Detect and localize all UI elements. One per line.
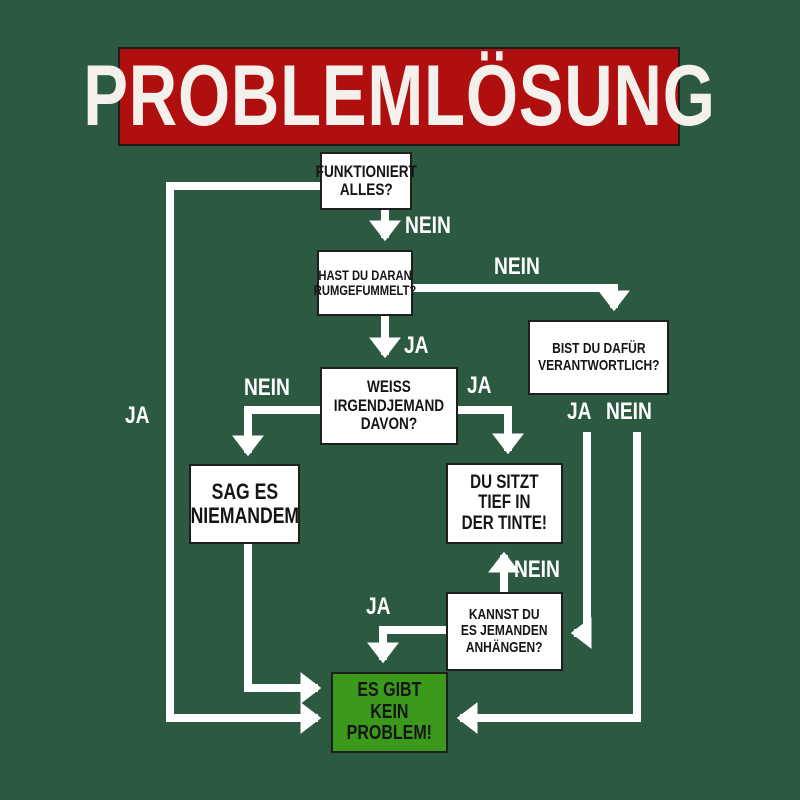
title-banner: PROBLEMLÖSUNG <box>83 47 714 146</box>
node-in-trouble: DU SITZT TIEF IN DER TINTE! <box>446 463 563 544</box>
node-anyone-knows: WEISS IRGENDJEMAND DAVON? <box>320 367 458 445</box>
node-works: FUNKTIONIERT ALLES? <box>315 152 417 210</box>
node-tinkered-text: HAST DU DARAN RUMGEFUMMELT? <box>313 266 417 298</box>
node-responsible: BIST DU DAFÜR VERANTWORTLICH? <box>528 320 669 395</box>
page-title: PROBLEMLÖSUNG <box>82 48 716 144</box>
node-tell-nobody: SAG ES NIEMANDEM <box>189 464 300 544</box>
label-tinkered-no: NEIN <box>494 253 540 280</box>
arrow-responsible-yes <box>570 432 592 649</box>
label-blame-yes: JA <box>366 593 391 620</box>
node-blame-text: KANNST DU ES JEMANDEN ANHÄNGEN? <box>461 606 548 656</box>
label-responsible-yes: JA <box>567 398 592 425</box>
label-blame-no: NEIN <box>514 556 560 583</box>
arrow-tell-nobody <box>244 543 322 704</box>
node-no-problem: ES GIBT KEIN PROBLEM! <box>331 672 448 753</box>
label-knows-no: NEIN <box>244 374 290 401</box>
label-knows-yes: JA <box>467 372 492 399</box>
arrow-knows-no <box>232 406 320 457</box>
arrow-tinkered-no <box>412 284 630 312</box>
label-tinkered-yes: JA <box>404 332 429 359</box>
label-works-yes: JA <box>125 402 150 429</box>
arrow-responsible-no <box>456 432 641 734</box>
node-responsible-text: BIST DU DAFÜR VERANTWORTLICH? <box>537 340 660 374</box>
arrow-works-yes <box>166 182 322 734</box>
label-responsible-no: NEIN <box>606 398 652 425</box>
arrow-blame-yes <box>367 626 446 664</box>
label-works-no: NEIN <box>405 212 451 239</box>
node-tinkered: HAST DU DARAN RUMGEFUMMELT? <box>313 250 417 316</box>
node-blame: KANNST DU ES JEMANDEN ANHÄNGEN? <box>446 592 563 671</box>
node-works-text: FUNKTIONIERT ALLES? <box>315 161 417 199</box>
arrow-knows-yes <box>458 406 524 455</box>
node-tell-nobody-text: SAG ES NIEMANDEM <box>190 479 299 528</box>
node-anyone-knows-text: WEISS IRGENDJEMAND DAVON? <box>333 377 445 434</box>
node-no-problem-text: ES GIBT KEIN PROBLEM! <box>346 679 433 745</box>
node-in-trouble-text: DU SITZT TIEF IN DER TINTE! <box>461 471 548 534</box>
